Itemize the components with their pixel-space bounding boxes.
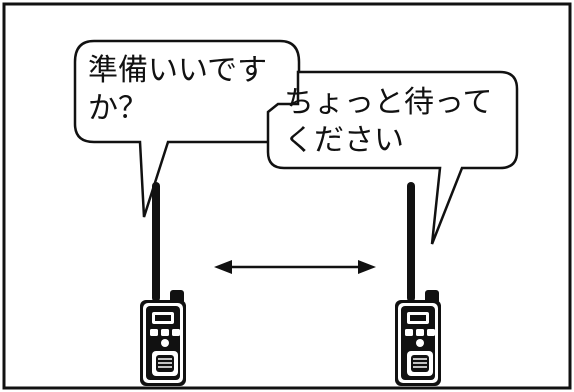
walkie-talkie-left-icon bbox=[139, 181, 187, 387]
speech-bubble-left: 準備いいです か？ bbox=[73, 39, 301, 218]
speech-bubble-right: ちょっと待って ください bbox=[266, 70, 519, 245]
bubble-right-line1: ちょっと待って bbox=[284, 85, 493, 120]
bubble-right-line2: ください bbox=[284, 123, 404, 158]
bubble-left-line1: 準備いいです bbox=[88, 53, 267, 88]
double-arrow-icon bbox=[214, 260, 376, 274]
bubble-left-line2: か？ bbox=[88, 91, 148, 126]
